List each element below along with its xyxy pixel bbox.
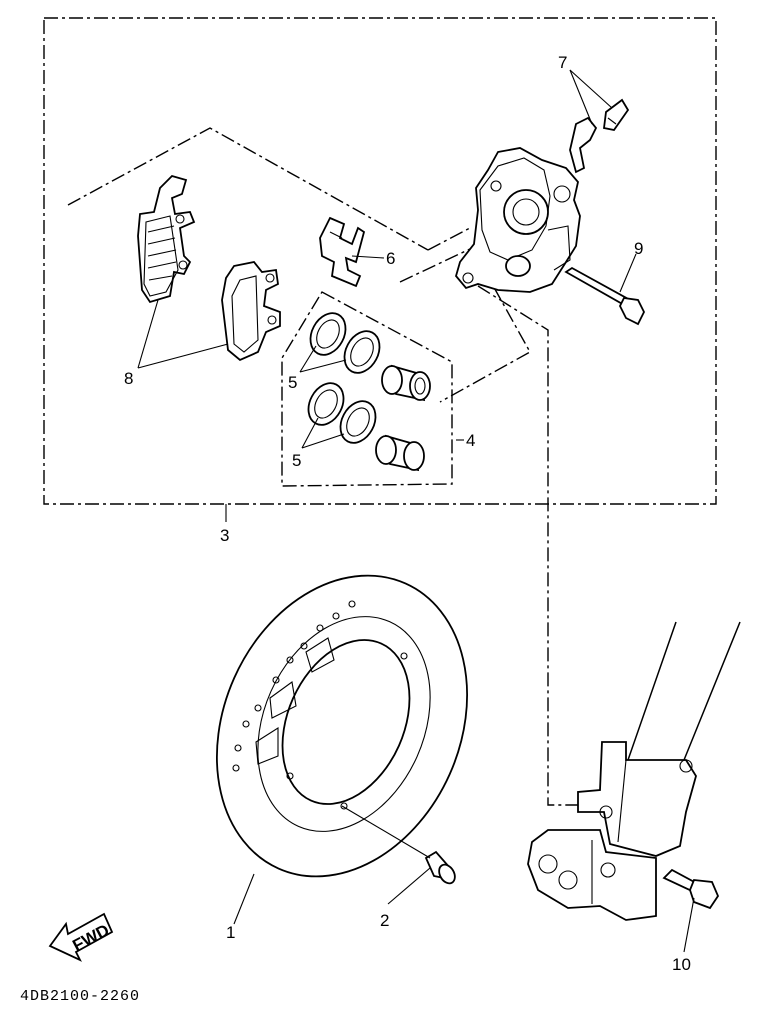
caliper-bolt bbox=[564, 266, 646, 326]
callout-1: 1 bbox=[226, 923, 235, 942]
caliper-mount-bolt bbox=[662, 868, 720, 910]
caliper-assembly-boundary bbox=[43, 17, 717, 505]
callout-8: 8 bbox=[124, 369, 133, 388]
assembly-lines bbox=[67, 127, 578, 806]
leader-lines bbox=[137, 69, 695, 953]
callout-6: 6 bbox=[386, 249, 395, 268]
diagram-code: 4DB2100-2260 bbox=[20, 988, 140, 1005]
mounted-caliper bbox=[527, 829, 657, 921]
seal-kit-boundary bbox=[281, 291, 453, 487]
callout-9: 9 bbox=[634, 239, 643, 258]
callout-3: 3 bbox=[220, 526, 229, 545]
pad-spring-clip bbox=[319, 216, 366, 288]
bleed-screw-kit bbox=[569, 98, 630, 174]
brake-pad-left bbox=[137, 174, 196, 304]
pistons bbox=[375, 364, 431, 472]
brake-caliper bbox=[455, 147, 581, 293]
callout-10: 10 bbox=[672, 955, 691, 974]
forward-direction-arrow: FWD bbox=[48, 912, 114, 962]
disc-bolt bbox=[424, 850, 456, 885]
callout-4: 4 bbox=[466, 431, 475, 450]
callout-5b: 5 bbox=[292, 451, 301, 470]
callout-7: 7 bbox=[558, 53, 567, 72]
callout-2: 2 bbox=[380, 911, 389, 930]
front-fork bbox=[577, 621, 741, 857]
callout-5a: 5 bbox=[288, 373, 297, 392]
piston-seals bbox=[307, 312, 381, 444]
brake-pad-right bbox=[221, 261, 281, 362]
brake-disc bbox=[216, 574, 468, 878]
